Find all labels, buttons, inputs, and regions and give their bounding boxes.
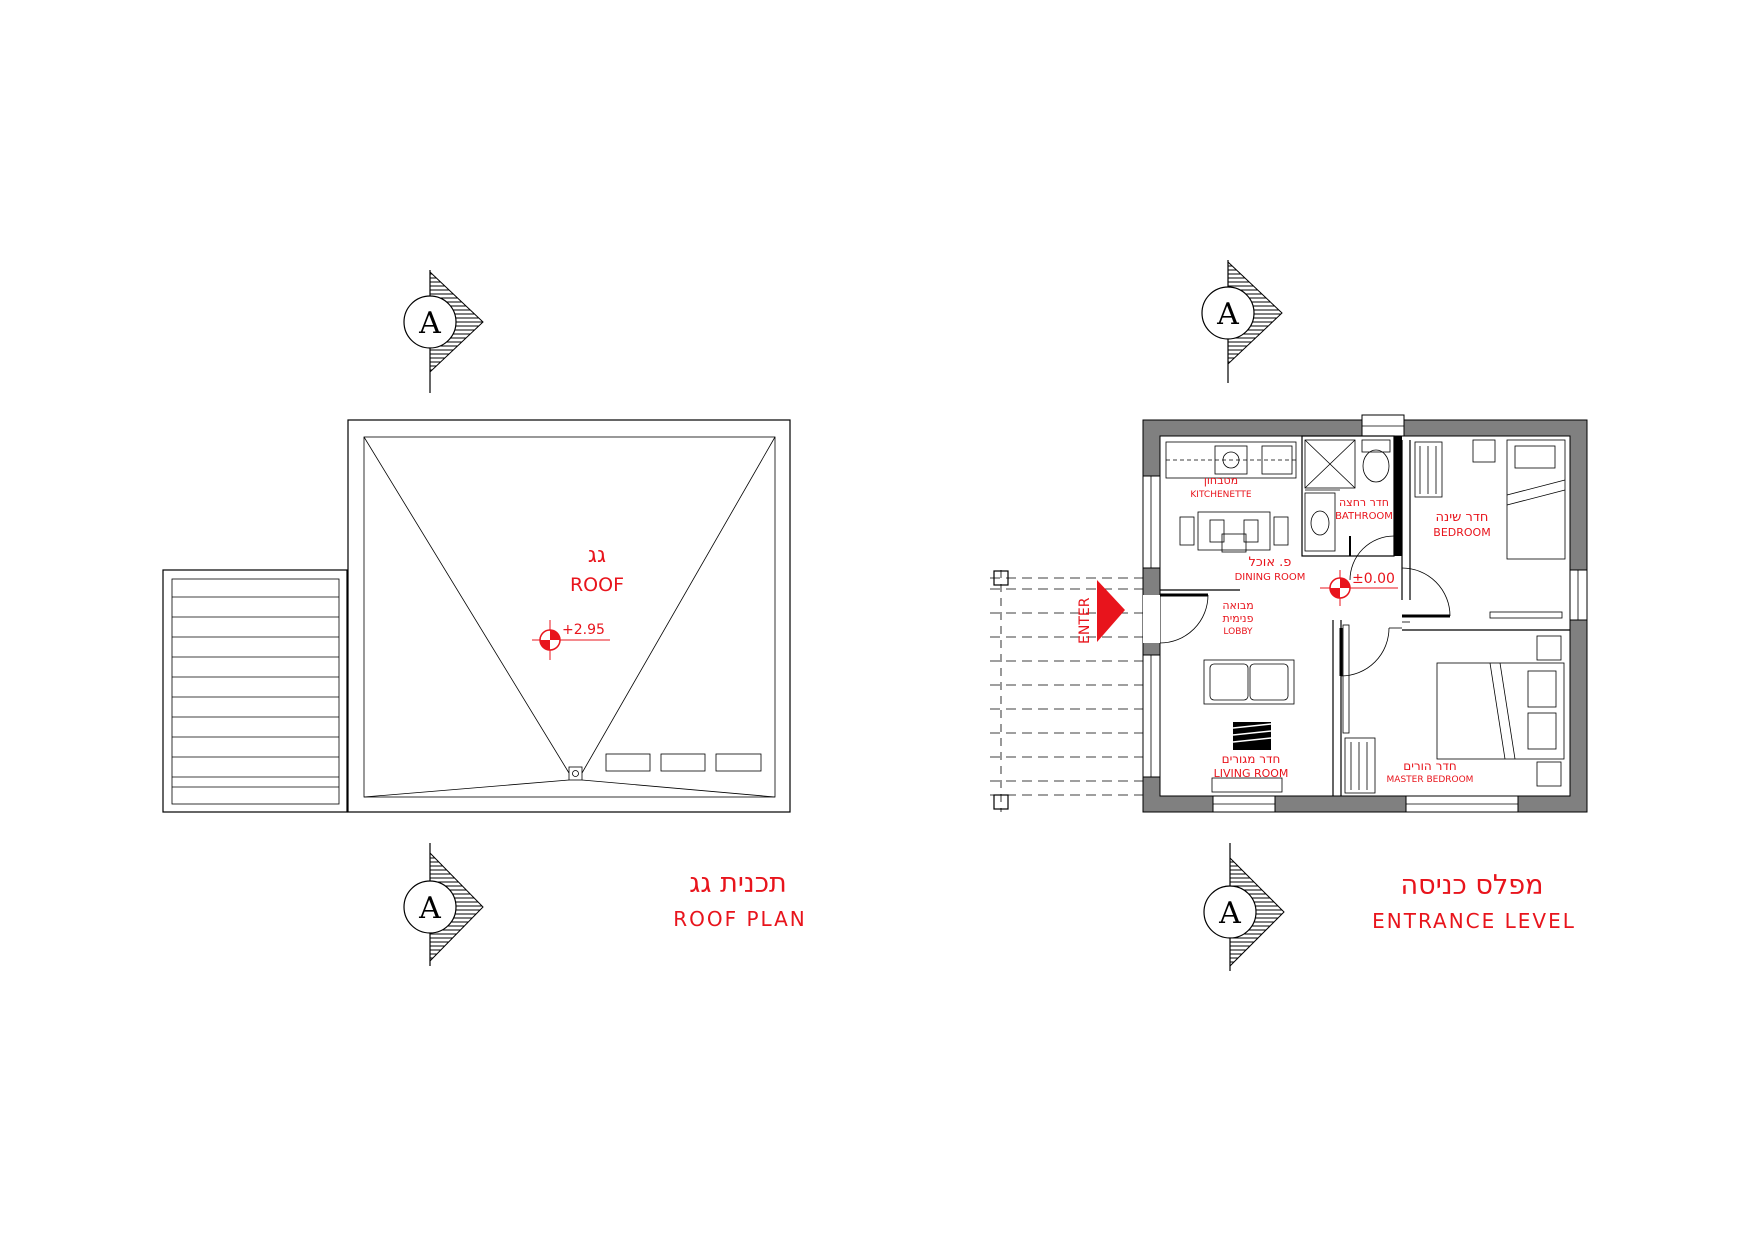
roof-elevation: +2.95 [562, 622, 605, 638]
bedroom-label-he: חדר שינה [1436, 510, 1489, 525]
tv-unit [1211, 777, 1283, 793]
master-bedroom-label-en: MASTER BEDROOM [1387, 775, 1474, 785]
lobby-label-he-2: פנימית [1223, 612, 1254, 625]
roof-label-he: גג [588, 543, 606, 568]
master-bedroom-label-he: חדר הורים [1403, 759, 1457, 773]
kitchenette-counter [1165, 441, 1297, 479]
column [993, 794, 1009, 810]
section-marker-plan-bottom: A [1203, 843, 1285, 971]
section-marker-roof-bottom: A [403, 843, 484, 966]
section-letter: A [418, 891, 441, 926]
entry-door [1143, 593, 1209, 644]
roof-panel [660, 753, 706, 772]
sink-icon [1214, 445, 1248, 475]
plan-elevation: ±0.00 [1352, 571, 1395, 587]
roof-plan-title-he: תכנית גג [689, 868, 786, 899]
entry-label: ENTER [1077, 597, 1093, 644]
pergola-deck [990, 570, 1143, 812]
bathroom-fixtures [1304, 439, 1391, 552]
shower-icon [1304, 439, 1356, 489]
bathroom-label-en: BATHROOM [1335, 511, 1393, 522]
section-marker-plan-top: A [1201, 260, 1283, 383]
single-bed [1506, 439, 1566, 560]
lobby-label-he-1: מבואה [1222, 599, 1253, 612]
section-letter: A [1218, 896, 1241, 931]
bedroom-furniture [1414, 439, 1566, 619]
sofa [1203, 659, 1295, 705]
dining-label-he: פ. אוכל [1249, 555, 1292, 570]
section-letter: A [418, 306, 441, 341]
living-room-furniture [1203, 659, 1295, 793]
plan-elevation-marker: ±0.00 [1320, 570, 1398, 606]
master-bedroom-furniture [1342, 624, 1565, 794]
wardrobe [1414, 441, 1443, 498]
entry-arrow: ENTER [1077, 580, 1125, 644]
entrance-level-title-he: מפלס כניסה [1401, 870, 1544, 901]
interior-walls [1160, 435, 1570, 796]
roof-elevation-marker: +2.95 [532, 620, 610, 660]
dining-label-en: DINING ROOM [1235, 572, 1306, 583]
toilet-icon [1362, 449, 1390, 483]
roof-panel [715, 753, 762, 772]
wardrobe [1344, 737, 1376, 794]
windows [1142, 414, 1588, 813]
pergola-roof [162, 569, 348, 813]
roof-plan-title-en: ROOF PLAN [673, 907, 807, 931]
bedroom-label-en: BEDROOM [1433, 526, 1490, 539]
dining-table [1179, 511, 1289, 553]
washbasin-icon [1310, 510, 1330, 536]
bathroom-label-he: חדר רחצה [1339, 496, 1389, 509]
roof-plan: גג ROOF +2.95 תכנית גג ROOF PLAN [162, 419, 807, 931]
kitchenette-label-en: KITCHENETTE [1190, 490, 1252, 500]
entrance-level-title-en: ENTRANCE LEVEL [1372, 909, 1576, 933]
roof-panel [605, 753, 651, 772]
lobby-label-en: LOBBY [1223, 627, 1253, 637]
kitchenette-label-he: מטבחון [1204, 474, 1238, 487]
double-bed [1436, 662, 1565, 760]
main-roof [347, 419, 791, 813]
column [993, 570, 1009, 586]
section-marker-roof-top: A [403, 270, 484, 393]
living-room-label-en: LIVING ROOM [1214, 767, 1289, 780]
living-room-label-he: חדר מגורים [1222, 752, 1281, 766]
roof-label-en: ROOF [570, 574, 624, 596]
roof-drain-icon [568, 766, 583, 781]
section-letter: A [1216, 297, 1239, 332]
entrance-level-plan: ENTER ±0.00 מטבחון KITCHENETTE חדר רחצה … [990, 414, 1588, 933]
